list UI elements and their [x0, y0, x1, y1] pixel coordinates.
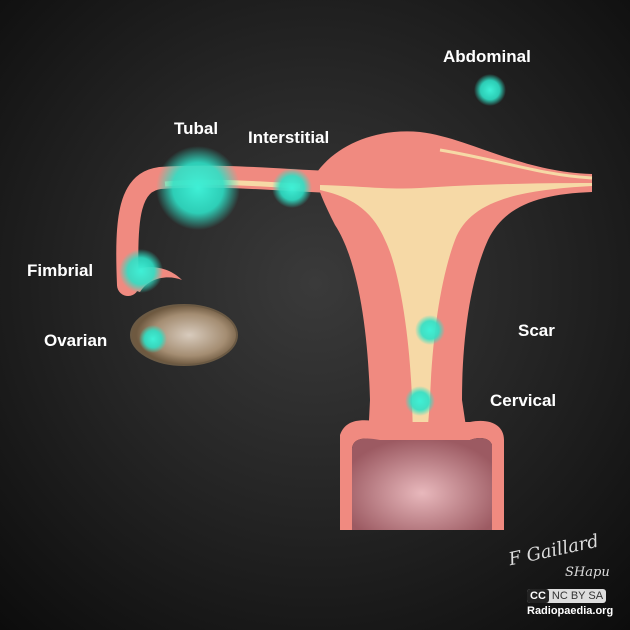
cervical-site	[405, 386, 435, 416]
label-tubal: Tubal	[174, 119, 219, 138]
label-interstitial: Interstitial	[248, 128, 330, 147]
vagina	[340, 420, 504, 530]
site-credit: Radiopaedia.org	[527, 605, 614, 617]
fimbrial-site	[119, 249, 163, 293]
ovarian-site	[139, 325, 167, 353]
label-cervical: Cervical	[490, 391, 557, 410]
label-ovarian: Ovarian	[44, 331, 108, 350]
uterine-cavity	[320, 183, 592, 438]
abdominal-site	[474, 74, 506, 106]
interstitial-site	[272, 168, 312, 208]
label-abdominal: Abdominal	[443, 47, 531, 66]
cc-icon: CC	[527, 589, 549, 603]
label-scar: Scar	[518, 321, 555, 340]
license-text: NC BY SA	[551, 590, 604, 602]
signature-author2: SHapu	[565, 565, 610, 580]
tubal-site	[156, 146, 240, 230]
label-fimbrial: Fimbrial	[27, 261, 94, 280]
scar-site	[415, 315, 445, 345]
